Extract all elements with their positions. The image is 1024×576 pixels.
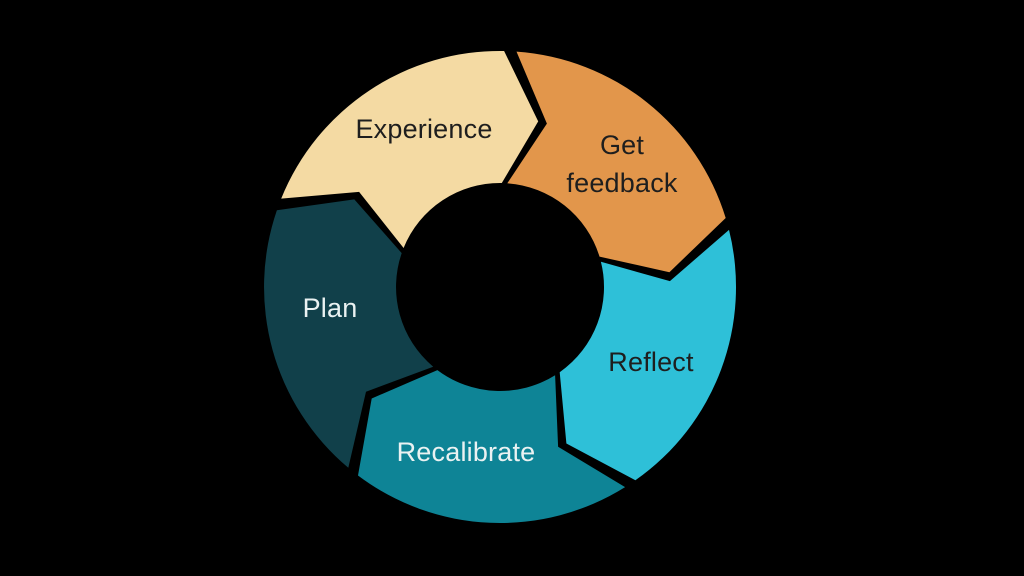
segment-label-reflect: Reflect — [608, 347, 694, 378]
segment-recalibrate — [358, 370, 626, 523]
segment-plan — [264, 199, 434, 468]
segment-experience — [281, 50, 539, 248]
segment-reflect — [559, 229, 737, 481]
segment-get-feedback — [507, 51, 726, 273]
segment-label-recalibrate: Recalibrate — [396, 437, 536, 468]
segment-label-experience: Experience — [355, 114, 493, 145]
segment-label-get-feedback: Get feedback — [566, 130, 678, 198]
segment-label-plan: Plan — [302, 293, 358, 324]
